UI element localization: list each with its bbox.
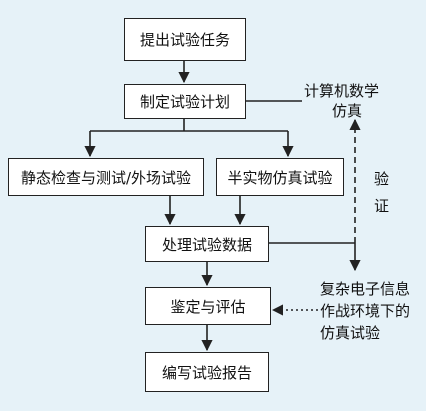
node-evaluation: 鉴定与评估 xyxy=(145,287,271,325)
label-env-sim-line1: 复杂电子信息 xyxy=(320,280,411,298)
label-env-sim-line2: 作战环境下的 xyxy=(320,302,411,320)
node-process-data-label: 处理试验数据 xyxy=(161,235,252,254)
node-plan: 制定试验计划 xyxy=(124,84,246,119)
label-math-sim-line2: 仿真 xyxy=(332,102,363,120)
node-report: 编写试验报告 xyxy=(145,352,269,392)
node-report-label: 编写试验报告 xyxy=(161,363,252,382)
node-static-test-label: 静态检查与测试/外场试验 xyxy=(20,168,192,187)
node-evaluation-label: 鉴定与评估 xyxy=(170,297,246,316)
node-semi-physical-label: 半实物仿真试验 xyxy=(227,168,333,187)
label-verify-line2: 证 xyxy=(374,197,390,215)
label-verify-line1: 验 xyxy=(374,170,390,188)
node-task: 提出试验任务 xyxy=(124,18,246,61)
label-math-sim-line1: 计算机数学 xyxy=(304,82,380,100)
node-semi-physical: 半实物仿真试验 xyxy=(216,158,344,196)
label-env-sim-line3: 仿真试验 xyxy=(320,324,381,342)
node-static-test: 静态检查与测试/外场试验 xyxy=(8,158,204,196)
node-task-label: 提出试验任务 xyxy=(139,31,230,49)
node-plan-label: 制定试验计划 xyxy=(139,93,230,111)
node-process-data: 处理试验数据 xyxy=(145,226,269,262)
